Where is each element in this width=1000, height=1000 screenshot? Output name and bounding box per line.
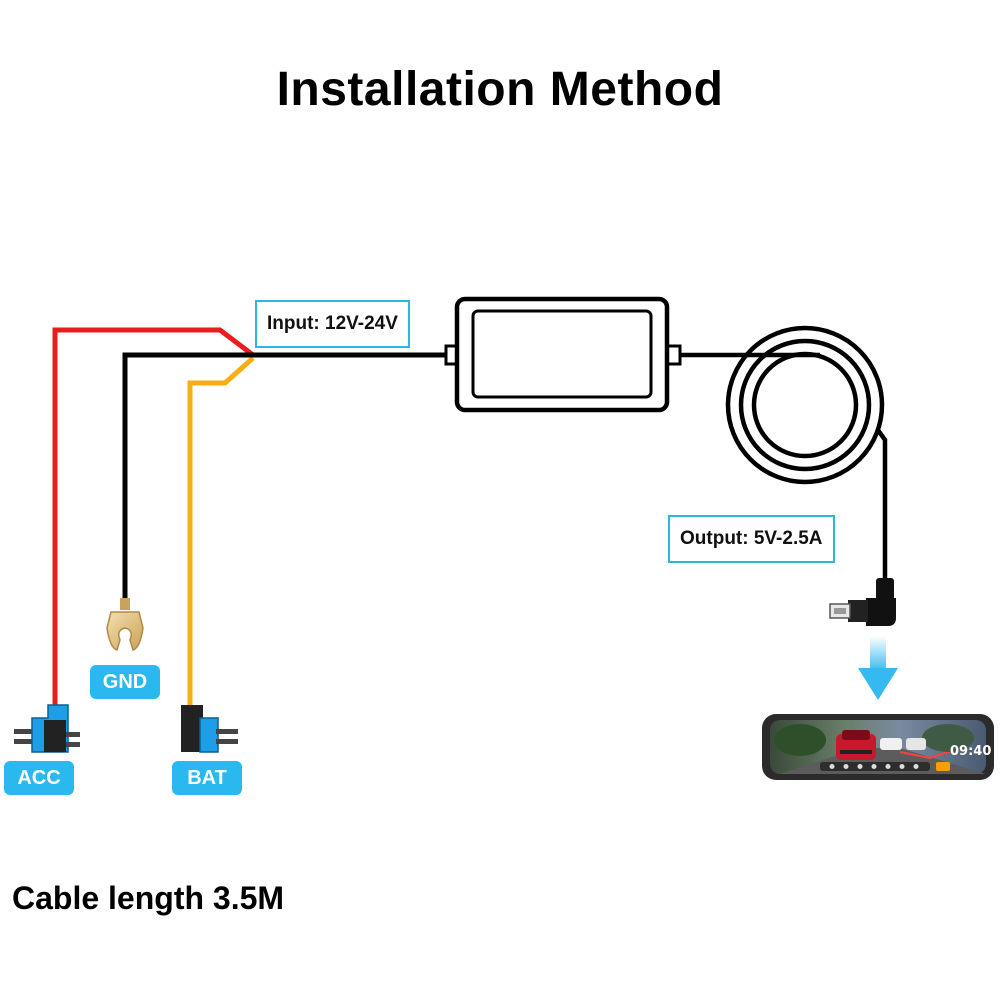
bat-badge: BAT xyxy=(172,761,242,795)
acc-wire xyxy=(52,327,445,705)
cable-length-caption: Cable length 3.5M xyxy=(12,880,285,916)
ring-terminal-icon xyxy=(106,598,144,651)
gnd-badge: GND xyxy=(90,665,160,699)
mirror-screen-time: 09:40 xyxy=(950,744,991,759)
mini-usb-plug-icon xyxy=(829,578,896,626)
fuse-tap-icon xyxy=(181,705,238,753)
down-arrow-icon xyxy=(858,636,898,700)
page-title: Installation Method xyxy=(276,63,724,116)
output-voltage-label: Output: 5V-2.5A xyxy=(668,515,835,563)
gnd-wire xyxy=(122,352,448,600)
rearview-mirror-dashcam-icon: 09:40 xyxy=(762,714,994,780)
fuse-tap-icon xyxy=(14,704,80,753)
bat-wire xyxy=(187,356,255,712)
step-down-converter-box xyxy=(444,296,682,413)
input-voltage-label: Input: 12V-24V xyxy=(255,300,410,348)
acc-badge: ACC xyxy=(4,761,74,795)
coiled-cable xyxy=(680,325,888,585)
